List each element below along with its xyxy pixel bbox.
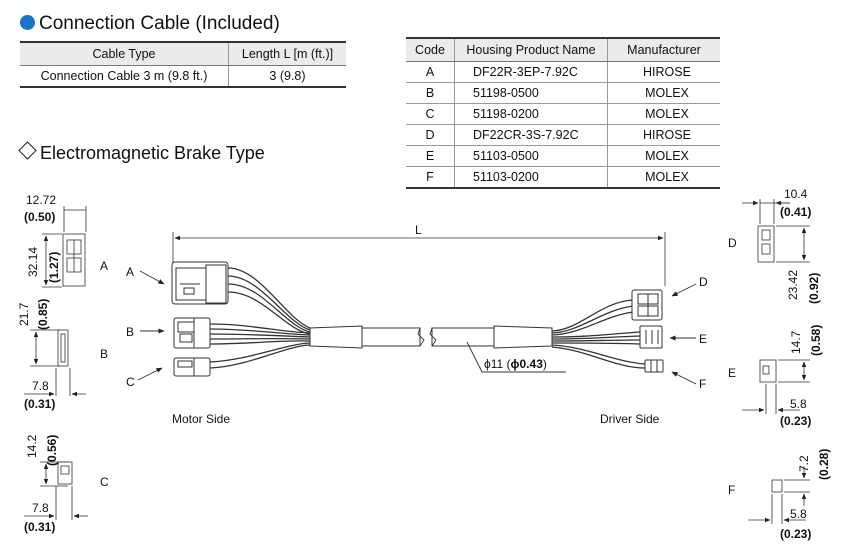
table-cell: 51103-0500 bbox=[454, 145, 608, 167]
diameter-label: ϕ11 (ϕ0.43) bbox=[484, 357, 547, 371]
diameter-bold: ϕ0.43 bbox=[511, 357, 544, 371]
table-cell: F bbox=[406, 166, 455, 189]
dim-f-height-in: (0.28) bbox=[817, 449, 831, 480]
table-row: Connection Cable 3 m (9.8 ft.) 3 (9.8) bbox=[20, 65, 346, 88]
dim-f-width-in: (0.23) bbox=[780, 527, 811, 541]
table-cell: 51198-0200 bbox=[454, 103, 608, 125]
table-header: Cable Type bbox=[20, 41, 229, 66]
connector-a bbox=[171, 261, 229, 305]
dim-e-width-in: (0.23) bbox=[780, 414, 811, 428]
dim-b-height: 21.7 bbox=[17, 302, 31, 326]
dim-a-width-in: (0.50) bbox=[24, 210, 55, 224]
table-cell: E bbox=[406, 145, 455, 167]
dim-e-height-in: (0.58) bbox=[809, 325, 823, 356]
dim-c-height: 14.2 bbox=[25, 434, 39, 458]
dim-c-width-in: (0.31) bbox=[24, 520, 55, 534]
table-cell: 3 (9.8) bbox=[228, 65, 346, 88]
dim-b-width: 7.8 bbox=[32, 379, 49, 393]
dim-a-height: 32.14 bbox=[26, 247, 40, 277]
dim-f-code: F bbox=[728, 483, 735, 497]
table-cell: DF22CR-3S-7.92C bbox=[454, 124, 608, 146]
dim-d-width: 10.4 bbox=[784, 187, 808, 201]
label-d: D bbox=[699, 275, 708, 289]
label-a: A bbox=[126, 265, 134, 279]
dim-d-width-in: (0.41) bbox=[780, 205, 811, 219]
section-title-brake-type: Electromagnetic Brake Type bbox=[18, 141, 265, 164]
dim-c-code: C bbox=[100, 475, 109, 489]
dim-a-height-in: (1.27) bbox=[47, 252, 61, 283]
label-c: C bbox=[126, 375, 135, 389]
dim-d-code: D bbox=[728, 236, 737, 250]
table-cell: HIROSE bbox=[607, 61, 720, 83]
dim-c-height-in: (0.56) bbox=[45, 435, 59, 466]
dim-e-width: 5.8 bbox=[790, 397, 807, 411]
dim-e-height: 14.7 bbox=[789, 330, 803, 354]
dimension-a bbox=[42, 206, 87, 288]
blue-bullet-icon bbox=[20, 15, 35, 30]
dimension-d bbox=[742, 199, 810, 263]
dim-c-width: 7.8 bbox=[32, 501, 49, 515]
table-cell: C bbox=[406, 103, 455, 125]
connector-f bbox=[644, 359, 664, 373]
label-f: F bbox=[699, 377, 706, 391]
table-header: Manufacturer bbox=[607, 37, 720, 62]
dimension-b bbox=[24, 329, 86, 397]
label-b: B bbox=[126, 325, 134, 339]
label-e: E bbox=[699, 332, 707, 346]
table-header: Code bbox=[406, 37, 455, 62]
table-cell: B bbox=[406, 82, 455, 104]
housing-code-table: Code Housing Product Name Manufacturer A… bbox=[406, 37, 720, 189]
section-title-text: Electromagnetic Brake Type bbox=[40, 143, 265, 163]
table-cell: A bbox=[406, 61, 455, 83]
table-cell: D bbox=[406, 124, 455, 146]
dim-b-code: B bbox=[100, 347, 108, 361]
table-cell: MOLEX bbox=[607, 82, 720, 104]
diameter-suffix: ) bbox=[543, 357, 547, 371]
connector-d bbox=[631, 289, 663, 321]
driver-side-label: Driver Side bbox=[600, 412, 660, 426]
cable-type-table: Cable Type Length L [m (ft.)] Connection… bbox=[20, 41, 346, 88]
dimension-e bbox=[742, 359, 810, 414]
table-cell: 51103-0200 bbox=[454, 166, 608, 189]
dim-a-width: 12.72 bbox=[26, 193, 56, 207]
dim-e-code: E bbox=[728, 366, 736, 380]
dimension-f bbox=[748, 466, 810, 524]
dim-d-height: 23.42 bbox=[786, 270, 800, 300]
table-cell: MOLEX bbox=[607, 103, 720, 125]
dim-f-height: 7.2 bbox=[797, 455, 811, 472]
connector-b bbox=[173, 317, 211, 349]
section-title-text: Connection Cable (Included) bbox=[39, 13, 280, 34]
table-cell: 51198-0500 bbox=[454, 82, 608, 104]
table-cell: DF22R-3EP-7.92C bbox=[454, 61, 608, 83]
connector-c bbox=[173, 357, 211, 377]
cable-assembly bbox=[137, 232, 697, 385]
dim-d-height-in: (0.92) bbox=[807, 273, 821, 304]
dimension-c bbox=[24, 461, 88, 520]
dim-a-code: A bbox=[100, 259, 108, 273]
table-cell: MOLEX bbox=[607, 145, 720, 167]
section-title-connection-cable: Connection Cable (Included) bbox=[20, 13, 280, 35]
diameter-prefix: ϕ11 ( bbox=[484, 357, 511, 371]
dim-b-height-in: (0.85) bbox=[36, 299, 50, 330]
motor-side-label: Motor Side bbox=[172, 412, 230, 426]
table-cell: HIROSE bbox=[607, 124, 720, 146]
dim-b-width-in: (0.31) bbox=[24, 397, 55, 411]
table-cell: MOLEX bbox=[607, 166, 720, 189]
table-cell: Connection Cable 3 m (9.8 ft.) bbox=[20, 65, 229, 88]
connector-e bbox=[639, 325, 663, 349]
dim-f-width: 5.8 bbox=[790, 507, 807, 521]
table-header: Housing Product Name bbox=[454, 37, 608, 62]
length-label: L bbox=[415, 223, 422, 237]
table-header: Length L [m (ft.)] bbox=[228, 41, 346, 66]
